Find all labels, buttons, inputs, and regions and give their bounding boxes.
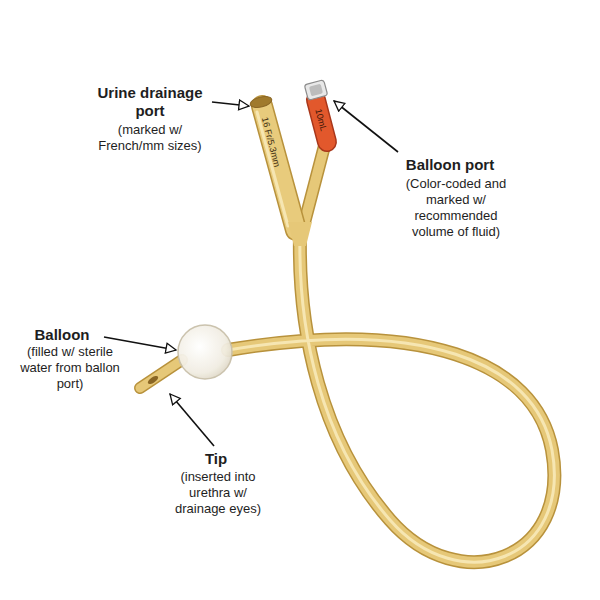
part-name: Balloon bbox=[22, 326, 102, 344]
catheter-shaft bbox=[228, 235, 554, 562]
part-note: (Color-coded and marked w/ recommended v… bbox=[399, 176, 514, 240]
part-name: Tip bbox=[186, 450, 246, 468]
part-note: (inserted into urethra w/ drainage eyes) bbox=[166, 469, 271, 517]
balloon bbox=[178, 325, 232, 379]
balloon-arm bbox=[302, 140, 326, 232]
part-note: (marked w/ French/mm sizes) bbox=[94, 122, 206, 154]
y-junction bbox=[288, 222, 312, 246]
balloon-valve bbox=[304, 80, 327, 142]
part-name: Balloon port bbox=[395, 156, 505, 174]
catheter-tip bbox=[140, 360, 182, 388]
part-name: Urine drainage port bbox=[88, 84, 212, 120]
part-note: (filled w/ sterile water from ballon por… bbox=[15, 344, 125, 392]
drainage-arm bbox=[249, 94, 296, 230]
